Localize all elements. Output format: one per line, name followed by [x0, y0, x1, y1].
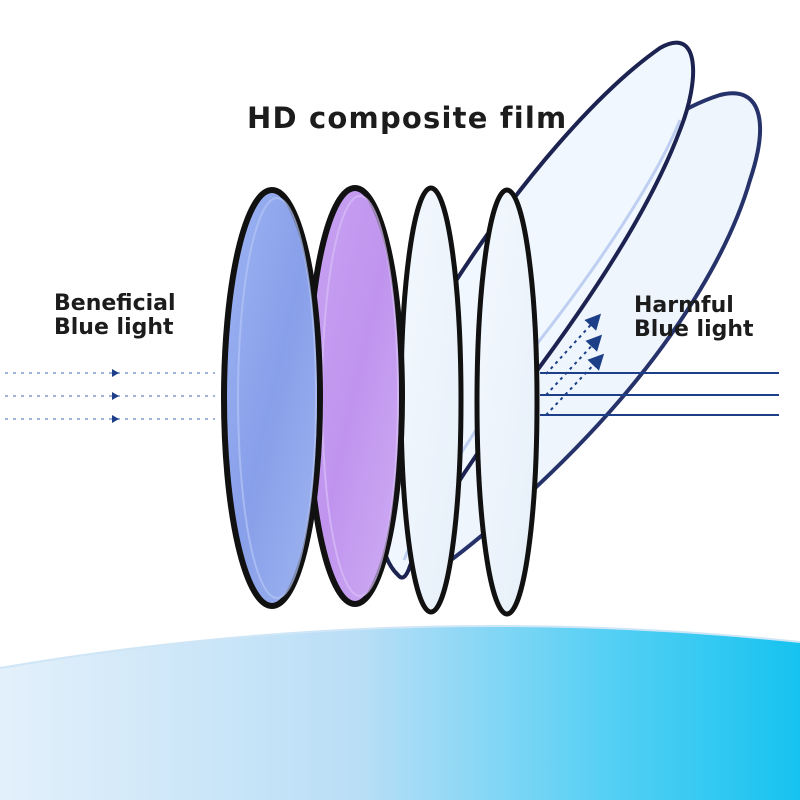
beneficial-arrowhead-3 — [112, 415, 119, 423]
reflected-arrow-1 — [545, 313, 602, 375]
harmful-label-line1: Harmful — [634, 293, 734, 318]
beneficial-light-label: Beneficial Blue light — [54, 292, 176, 340]
beneficial-light-arrows — [5, 369, 215, 423]
diagram-title: HD composite film — [247, 101, 568, 135]
reflected-arrow-2 — [545, 334, 603, 396]
blue-lens — [221, 187, 323, 609]
reflected-arrow-3 — [545, 353, 605, 416]
clear-lens-2 — [474, 187, 540, 617]
beneficial-arrowhead-2 — [112, 392, 119, 400]
ground-edge — [0, 624, 800, 669]
harmful-label-line2: Blue light — [634, 317, 754, 342]
harmful-light-lines — [540, 372, 779, 416]
harmful-light-label: Harmful Blue light — [634, 294, 754, 342]
beneficial-label-line2: Blue light — [54, 315, 174, 340]
ground-surface — [0, 625, 800, 800]
reflected-light-arrows — [545, 313, 605, 416]
beneficial-label-line1: Beneficial — [54, 291, 176, 316]
beneficial-arrowhead-1 — [112, 369, 119, 377]
clear-lens-1 — [398, 185, 464, 615]
